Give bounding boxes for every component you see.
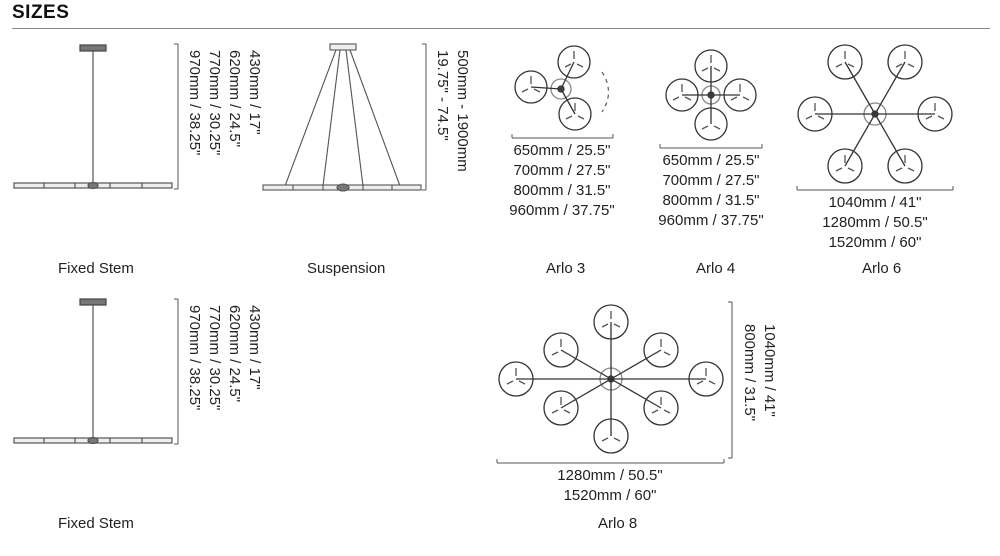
- size-label: 1040mm / 41": [828, 194, 922, 211]
- size-label: 620mm / 24.5": [226, 50, 243, 148]
- size-label: 800mm / 31.5": [741, 324, 758, 422]
- arlo6-dimension-line: [796, 186, 954, 191]
- arlo8-drawing: [498, 304, 724, 454]
- section-title: SIZES: [12, 2, 70, 23]
- arlo3-sizes: 650mm / 25.5" 700mm / 27.5" 800mm / 31.5…: [492, 141, 632, 221]
- size-label: 800mm / 31.5": [513, 182, 611, 199]
- size-label: 970mm / 38.25": [186, 305, 203, 411]
- arlo6-drawing: [797, 44, 953, 184]
- arlo8-horizontal-sizes: 1280mm / 50.5" 1520mm / 60": [540, 466, 680, 506]
- size-label: 700mm / 27.5": [662, 172, 760, 189]
- suspension-sizes: 500mm - 1900mm 19.75" - 74.5": [432, 50, 472, 172]
- size-label: 1280mm / 50.5": [557, 467, 663, 484]
- caption-arlo-8: Arlo 8: [598, 515, 638, 532]
- fixed-stem-drawing-1: [13, 44, 173, 190]
- size-label: 500mm - 1900mm: [454, 50, 471, 172]
- section-divider: [12, 28, 990, 29]
- fixed-stem-dimension-line-1: [174, 43, 179, 190]
- arlo8-vertical-sizes: 1040mm / 41" 800mm / 31.5": [739, 324, 779, 421]
- suspension-drawing: [262, 43, 422, 192]
- caption-suspension: Suspension: [307, 260, 386, 277]
- size-label: 620mm / 24.5": [226, 305, 243, 403]
- size-label: 700mm / 27.5": [513, 162, 611, 179]
- size-label: 1520mm / 60": [563, 487, 657, 504]
- size-label: 430mm / 17": [246, 305, 263, 390]
- caption-arlo-6: Arlo 6: [862, 260, 902, 277]
- size-label: 770mm / 30.25": [206, 305, 223, 411]
- size-label: 770mm / 30.25": [206, 50, 223, 156]
- caption-fixed-stem-1: Fixed Stem: [58, 260, 134, 277]
- fixed-stem-sizes-2: 430mm / 17" 620mm / 24.5" 770mm / 30.25"…: [184, 305, 264, 410]
- arlo4-dimension-line: [659, 144, 763, 149]
- fixed-stem-dimension-line-2: [174, 298, 179, 445]
- size-label: 430mm / 17": [246, 50, 263, 135]
- fixed-stem-sizes-1: 430mm / 17" 620mm / 24.5" 770mm / 30.25"…: [184, 50, 264, 155]
- size-label: 960mm / 37.75": [509, 202, 615, 219]
- arlo3-dimension-line: [511, 134, 614, 139]
- size-label: 1040mm / 41": [761, 324, 778, 417]
- size-label: 1280mm / 50.5": [822, 214, 928, 231]
- caption-arlo-4: Arlo 4: [696, 260, 736, 277]
- arlo3-drawing: [514, 45, 610, 131]
- size-label: 970mm / 38.25": [186, 50, 203, 156]
- caption-arlo-3: Arlo 3: [546, 260, 586, 277]
- arlo4-drawing: [665, 49, 757, 141]
- suspension-dimension-line: [422, 43, 427, 191]
- arlo4-sizes: 650mm / 25.5" 700mm / 27.5" 800mm / 31.5…: [641, 151, 781, 231]
- size-label: 650mm / 25.5": [513, 142, 611, 159]
- size-label: 1520mm / 60": [828, 234, 922, 251]
- size-label: 800mm / 31.5": [662, 192, 760, 209]
- arlo8-dimension-lines: [496, 301, 733, 464]
- size-label: 960mm / 37.75": [658, 212, 764, 229]
- fixed-stem-drawing-2: [13, 298, 173, 445]
- caption-fixed-stem-2: Fixed Stem: [58, 515, 134, 532]
- size-label: 19.75" - 74.5": [434, 50, 451, 141]
- size-label: 650mm / 25.5": [662, 152, 760, 169]
- arlo6-sizes: 1040mm / 41" 1280mm / 50.5" 1520mm / 60": [805, 193, 945, 253]
